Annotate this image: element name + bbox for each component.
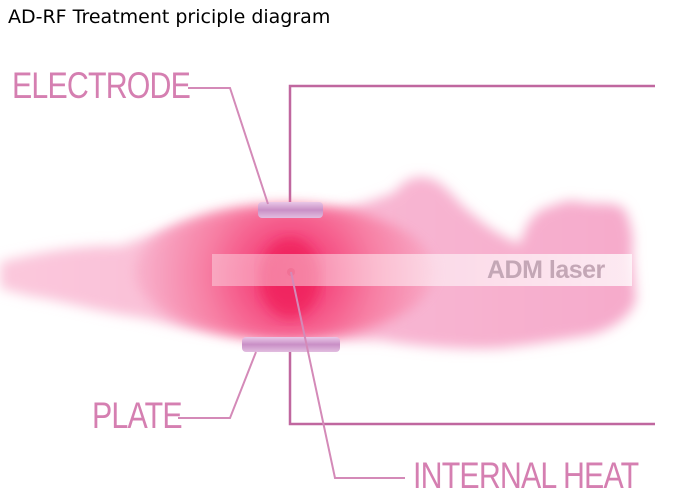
upper-frame-line xyxy=(288,84,655,205)
diagram-title: AD-RF Treatment priciple diagram xyxy=(8,6,331,28)
plate-label: PLATE xyxy=(92,395,183,436)
plate-leader xyxy=(178,351,257,419)
electrode-leader xyxy=(188,87,269,205)
plate-pad xyxy=(242,337,340,352)
electrode-pad xyxy=(258,202,323,218)
laser-beam xyxy=(212,254,632,286)
leader-lines xyxy=(178,87,405,479)
laser-label: ADM laser xyxy=(487,256,605,284)
internal-heat-leader xyxy=(290,271,405,479)
electrode-label: ELECTRODE xyxy=(12,65,191,106)
internal-heat-label: INTERNAL HEAT xyxy=(413,455,639,496)
frame-lines xyxy=(288,84,655,426)
lower-frame-line xyxy=(288,345,655,426)
